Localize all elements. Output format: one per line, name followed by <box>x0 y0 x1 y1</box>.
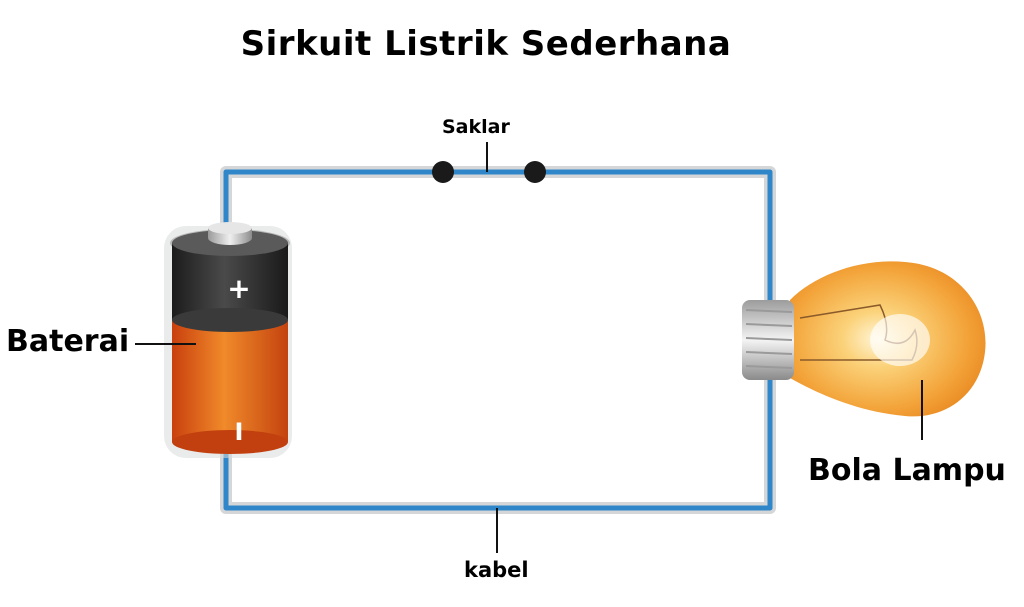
switch-label: Saklar <box>442 116 510 138</box>
cable-label: kabel <box>464 558 529 582</box>
switch-terminal-right <box>524 161 546 183</box>
battery-negative-sign: I <box>235 418 244 446</box>
battery-positive-sign: + <box>227 272 250 305</box>
cable-wire <box>223 169 773 511</box>
light-bulb <box>742 261 986 417</box>
battery: + I <box>164 222 292 458</box>
switch-terminal-left <box>432 161 454 183</box>
wire-shadow <box>220 166 776 514</box>
diagram-title: Sirkuit Listrik Sederhana <box>240 24 732 64</box>
battery-label: Baterai <box>6 324 130 359</box>
bulb-label: Bola Lampu <box>808 453 1006 488</box>
